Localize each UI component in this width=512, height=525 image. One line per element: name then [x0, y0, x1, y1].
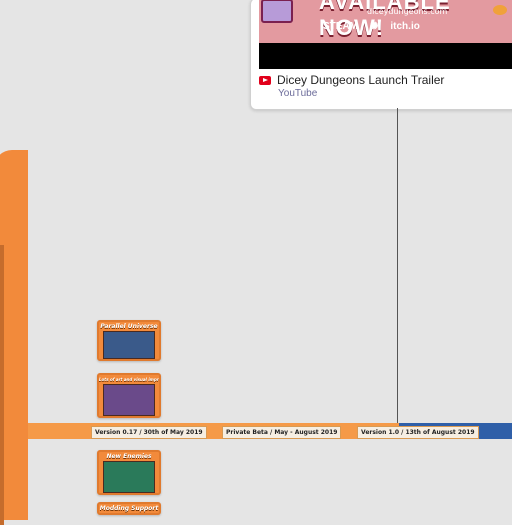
left-orange-strip — [0, 150, 28, 520]
youtube-embed-card[interactable]: AVAILABLE NOW! diceydungeons.com STEAM ✺… — [250, 0, 512, 110]
leaf-icon — [493, 5, 507, 15]
tile-title: Modding Support — [99, 505, 159, 512]
tile-screenshot — [103, 384, 155, 416]
gear-logo-icon: ✺ — [370, 21, 379, 32]
thumbnail-site: diceydungeons.com — [367, 7, 448, 16]
tile-new-enemies[interactable]: New Enemies — [97, 450, 161, 495]
embed-source[interactable]: YouTube — [278, 88, 318, 99]
monster-icon — [261, 0, 293, 23]
tile-screenshot — [103, 461, 155, 493]
connector-line — [397, 108, 398, 438]
thumbnail-headline: AVAILABLE NOW! — [319, 0, 451, 40]
steam-logo: STEAM — [323, 21, 358, 32]
timeline-bar — [28, 423, 400, 439]
tile-modding-support[interactable]: Modding Support — [97, 502, 161, 515]
tile-title: Parallel Universe — [100, 323, 158, 330]
timeline-label-version-10[interactable]: Version 1.0 / 13th of August 2019 — [357, 426, 479, 439]
tile-art-improvements[interactable]: Lots of art and visual improvements — [97, 373, 161, 418]
youtube-icon — [259, 75, 271, 85]
platform-logos: STEAM ✺ itch.io — [323, 21, 420, 32]
tile-parallel-universe[interactable]: Parallel Universe — [97, 320, 161, 361]
tile-title: Lots of art and visual improvements — [99, 377, 159, 382]
tile-screenshot — [103, 331, 155, 359]
left-strip-shadow — [0, 245, 4, 525]
timeline-label-private-beta[interactable]: Private Beta / May - August 2019 — [222, 426, 342, 439]
timeline-label-version-017[interactable]: Version 0.17 / 30th of May 2019 — [91, 426, 207, 439]
thumbnail-banner — [259, 0, 512, 43]
itch-logo: itch.io — [390, 21, 420, 32]
video-thumbnail[interactable]: AVAILABLE NOW! diceydungeons.com STEAM ✺… — [259, 0, 512, 69]
embed-title[interactable]: Dicey Dungeons Launch Trailer — [277, 73, 445, 87]
tile-title: New Enemies — [106, 453, 152, 460]
video-letterbox — [259, 43, 512, 69]
embed-title-row[interactable]: Dicey Dungeons Launch Trailer — [259, 73, 444, 87]
